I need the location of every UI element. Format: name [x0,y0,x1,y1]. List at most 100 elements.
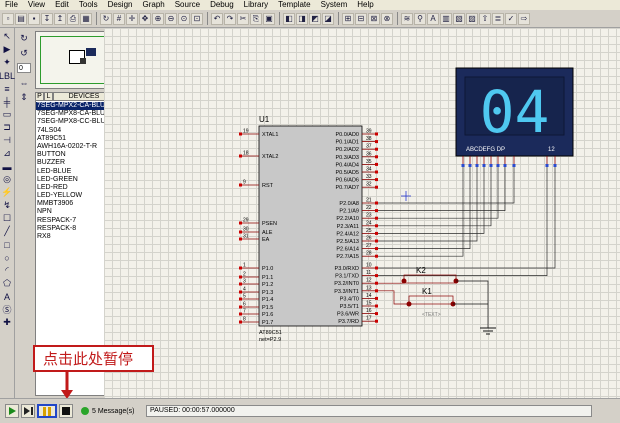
device-list-item[interactable]: 7SEG-MPX2-CA-BLUE [36,102,114,110]
undo-icon[interactable]: ↶ [211,13,223,25]
current-probe-icon[interactable]: ↯ [2,200,13,211]
tape-recorder-icon[interactable]: ▬ [2,161,13,172]
block-delete-icon[interactable]: ◪ [322,13,334,25]
component-mode-icon[interactable]: ▶ [2,44,13,55]
grid-toggle-icon[interactable]: # [113,13,125,25]
arc-tool-icon[interactable]: ◜ [2,265,13,276]
graph-icon[interactable]: ⊿ [2,148,13,159]
menu-template[interactable]: Template [273,0,315,10]
device-list-item[interactable]: MMBT3906 [36,200,114,208]
menu-help[interactable]: Help [352,0,378,10]
import-icon[interactable]: ↧ [41,13,53,25]
text-script-icon[interactable]: ≡ [2,83,13,94]
selection-mode-icon[interactable]: ↖ [2,31,13,42]
remove-sheet-icon[interactable]: ▨ [466,13,478,25]
device-list-item[interactable]: BUTTON [36,151,114,159]
device-list-item[interactable]: LED-GREEN [36,176,114,184]
zoom-all-icon[interactable]: ⊙ [178,13,190,25]
device-list-item[interactable]: LED-YELLOW [36,192,114,200]
print-area-icon[interactable]: ▦ [80,13,92,25]
rotate-clockwise-icon[interactable]: ↻ [19,33,30,44]
design-explorer-icon[interactable]: ▥ [440,13,452,25]
make-device-icon[interactable]: ⊟ [355,13,367,25]
decompose-icon[interactable]: ⊗ [381,13,393,25]
text-tool-icon[interactable]: A [2,291,13,302]
netlist-to-ares-icon[interactable]: ⇨ [518,13,530,25]
bill-of-materials-icon[interactable]: ≣ [492,13,504,25]
redo-icon[interactable]: ↷ [224,13,236,25]
marker-tool-icon[interactable]: ✚ [2,317,13,328]
menu-library[interactable]: Library [239,0,273,10]
copy-icon[interactable]: ⎘ [250,13,262,25]
pick-device-icon[interactable]: ⊞ [342,13,354,25]
device-list-item[interactable]: 74LS04 [36,127,114,135]
device-list-item[interactable]: 7SEG-MPX8-CC-BLUE [36,118,114,126]
path-tool-icon[interactable]: ⬠ [2,278,13,289]
paste-icon[interactable]: ▣ [263,13,275,25]
zoom-out-icon[interactable]: ⊖ [165,13,177,25]
junction-dot-icon[interactable]: ✦ [2,57,13,68]
mirror-y-icon[interactable]: ⇕ [19,92,30,103]
symbol-tool-icon[interactable]: Ⓢ [2,304,13,315]
new-file-icon[interactable]: ▫ [2,13,14,25]
zoom-area-icon[interactable]: ⊡ [191,13,203,25]
menu-source[interactable]: Source [170,0,205,10]
menu-tools[interactable]: Tools [74,0,103,10]
line-tool-icon[interactable]: ╱ [2,226,13,237]
device-list-item[interactable]: AWH16A-0202-T-R [36,143,114,151]
step-button[interactable] [21,404,35,418]
menu-design[interactable]: Design [103,0,138,10]
mirror-x-icon[interactable]: ⇔ [19,77,30,88]
zoom-in-icon[interactable]: ⊕ [152,13,164,25]
device-list-item[interactable]: BUZZER [36,159,114,167]
exit-to-parent-icon[interactable]: ⇧ [479,13,491,25]
block-copy-icon[interactable]: ◧ [283,13,295,25]
rotation-angle-input[interactable]: 0 [17,63,31,73]
menu-debug[interactable]: Debug [205,0,239,10]
device-list-item[interactable]: LED-BLUE [36,168,114,176]
wire-label-icon[interactable]: LBL [2,70,13,81]
circle-tool-icon[interactable]: ○ [2,252,13,263]
save-icon[interactable]: ▪ [28,13,40,25]
menu-graph[interactable]: Graph [137,0,169,10]
buses-icon[interactable]: ╪ [2,96,13,107]
cut-icon[interactable]: ✂ [237,13,249,25]
virtual-instruments-icon[interactable]: ☐ [2,213,13,224]
search-tag-icon[interactable]: ⚲ [414,13,426,25]
message-area[interactable]: 5 Message(s) [81,404,142,418]
menu-file[interactable]: File [0,0,23,10]
voltage-probe-icon[interactable]: ⚡ [2,187,13,198]
stop-button[interactable] [59,404,73,418]
origin-icon[interactable]: ✛ [126,13,138,25]
pan-icon[interactable]: ✥ [139,13,151,25]
subcircuit-icon[interactable]: ▭ [2,109,13,120]
open-folder-icon[interactable]: ▤ [15,13,27,25]
device-list-item[interactable]: 7SEG-MPX8-CA-BLUE [36,110,114,118]
device-list-item[interactable]: NPN [36,208,114,216]
schematic-canvas[interactable]: U1AT89C51net=P2.919XTAL118XTAL29RST29PSE… [104,28,620,398]
block-rotate-icon[interactable]: ◩ [309,13,321,25]
block-move-icon[interactable]: ◨ [296,13,308,25]
menu-view[interactable]: View [23,0,50,10]
wire-autorouter-icon[interactable]: ≋ [401,13,413,25]
overview-window[interactable] [35,31,115,89]
new-sheet-icon[interactable]: ▧ [453,13,465,25]
pause-button[interactable] [37,404,57,418]
packaging-tool-icon[interactable]: ⊠ [368,13,380,25]
box-tool-icon[interactable]: □ [2,239,13,250]
print-icon[interactable]: ⎙ [67,13,79,25]
device-list-item[interactable]: AT89C51 [36,135,114,143]
refresh-icon[interactable]: ↻ [100,13,112,25]
terminals-icon[interactable]: ⊐ [2,122,13,133]
menu-edit[interactable]: Edit [50,0,74,10]
electrical-check-icon[interactable]: ✓ [505,13,517,25]
play-button[interactable] [5,404,19,418]
device-list-item[interactable]: RX8 [36,233,114,241]
generator-icon[interactable]: ◎ [2,174,13,185]
device-list-item[interactable]: RESPACK-7 [36,217,114,225]
device-list-item[interactable]: RESPACK-8 [36,225,114,233]
device-pins-icon[interactable]: ⊣ [2,135,13,146]
rotate-anticlockwise-icon[interactable]: ↺ [19,48,30,59]
property-assign-icon[interactable]: A [427,13,439,25]
export-icon[interactable]: ↥ [54,13,66,25]
